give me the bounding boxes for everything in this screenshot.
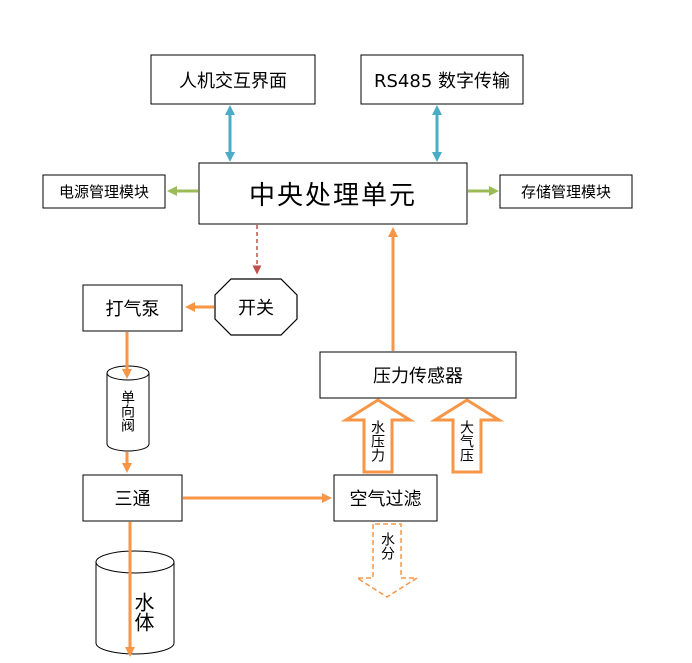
cpu-label: 中央处理单元 xyxy=(248,181,417,211)
hmi-label: 人机交互界面 xyxy=(179,70,287,92)
rs485-label: RS485 数字传输 xyxy=(373,70,510,92)
air-filter-label: 空气过滤 xyxy=(349,489,422,510)
water-body-label: 水体 xyxy=(131,592,155,632)
water-pressure-label: 水压力 xyxy=(369,420,385,462)
cpu-box xyxy=(198,162,468,225)
hmi-box xyxy=(150,54,316,105)
atmospheric-pressure-block-arrow xyxy=(429,398,505,474)
moisture-label: 水分 xyxy=(379,532,395,560)
storage-mgmt-label: 存储管理模块 xyxy=(520,183,611,201)
tee-box xyxy=(82,474,183,522)
water-body-cylinder xyxy=(95,550,175,655)
switch-octagon xyxy=(214,278,298,336)
check-valve-label: 单向阀 xyxy=(119,390,135,432)
air-filter-box xyxy=(333,474,438,522)
moisture-block-arrow xyxy=(354,523,420,598)
rs485-box xyxy=(360,54,524,105)
power-mgmt-box xyxy=(42,174,166,209)
tee-label: 三通 xyxy=(114,489,151,510)
pressure-sensor-label: 压力传感器 xyxy=(373,366,463,387)
storage-mgmt-box xyxy=(499,174,633,209)
power-mgmt-label: 电源管理模块 xyxy=(58,183,149,201)
pump-box xyxy=(82,284,183,332)
pressure-sensor-box xyxy=(319,351,517,399)
switch-label: 开关 xyxy=(238,298,274,319)
atmospheric-pressure-label: 大气压 xyxy=(458,420,474,462)
water-pressure-block-arrow xyxy=(340,398,416,474)
pump-label: 打气泵 xyxy=(105,299,160,320)
